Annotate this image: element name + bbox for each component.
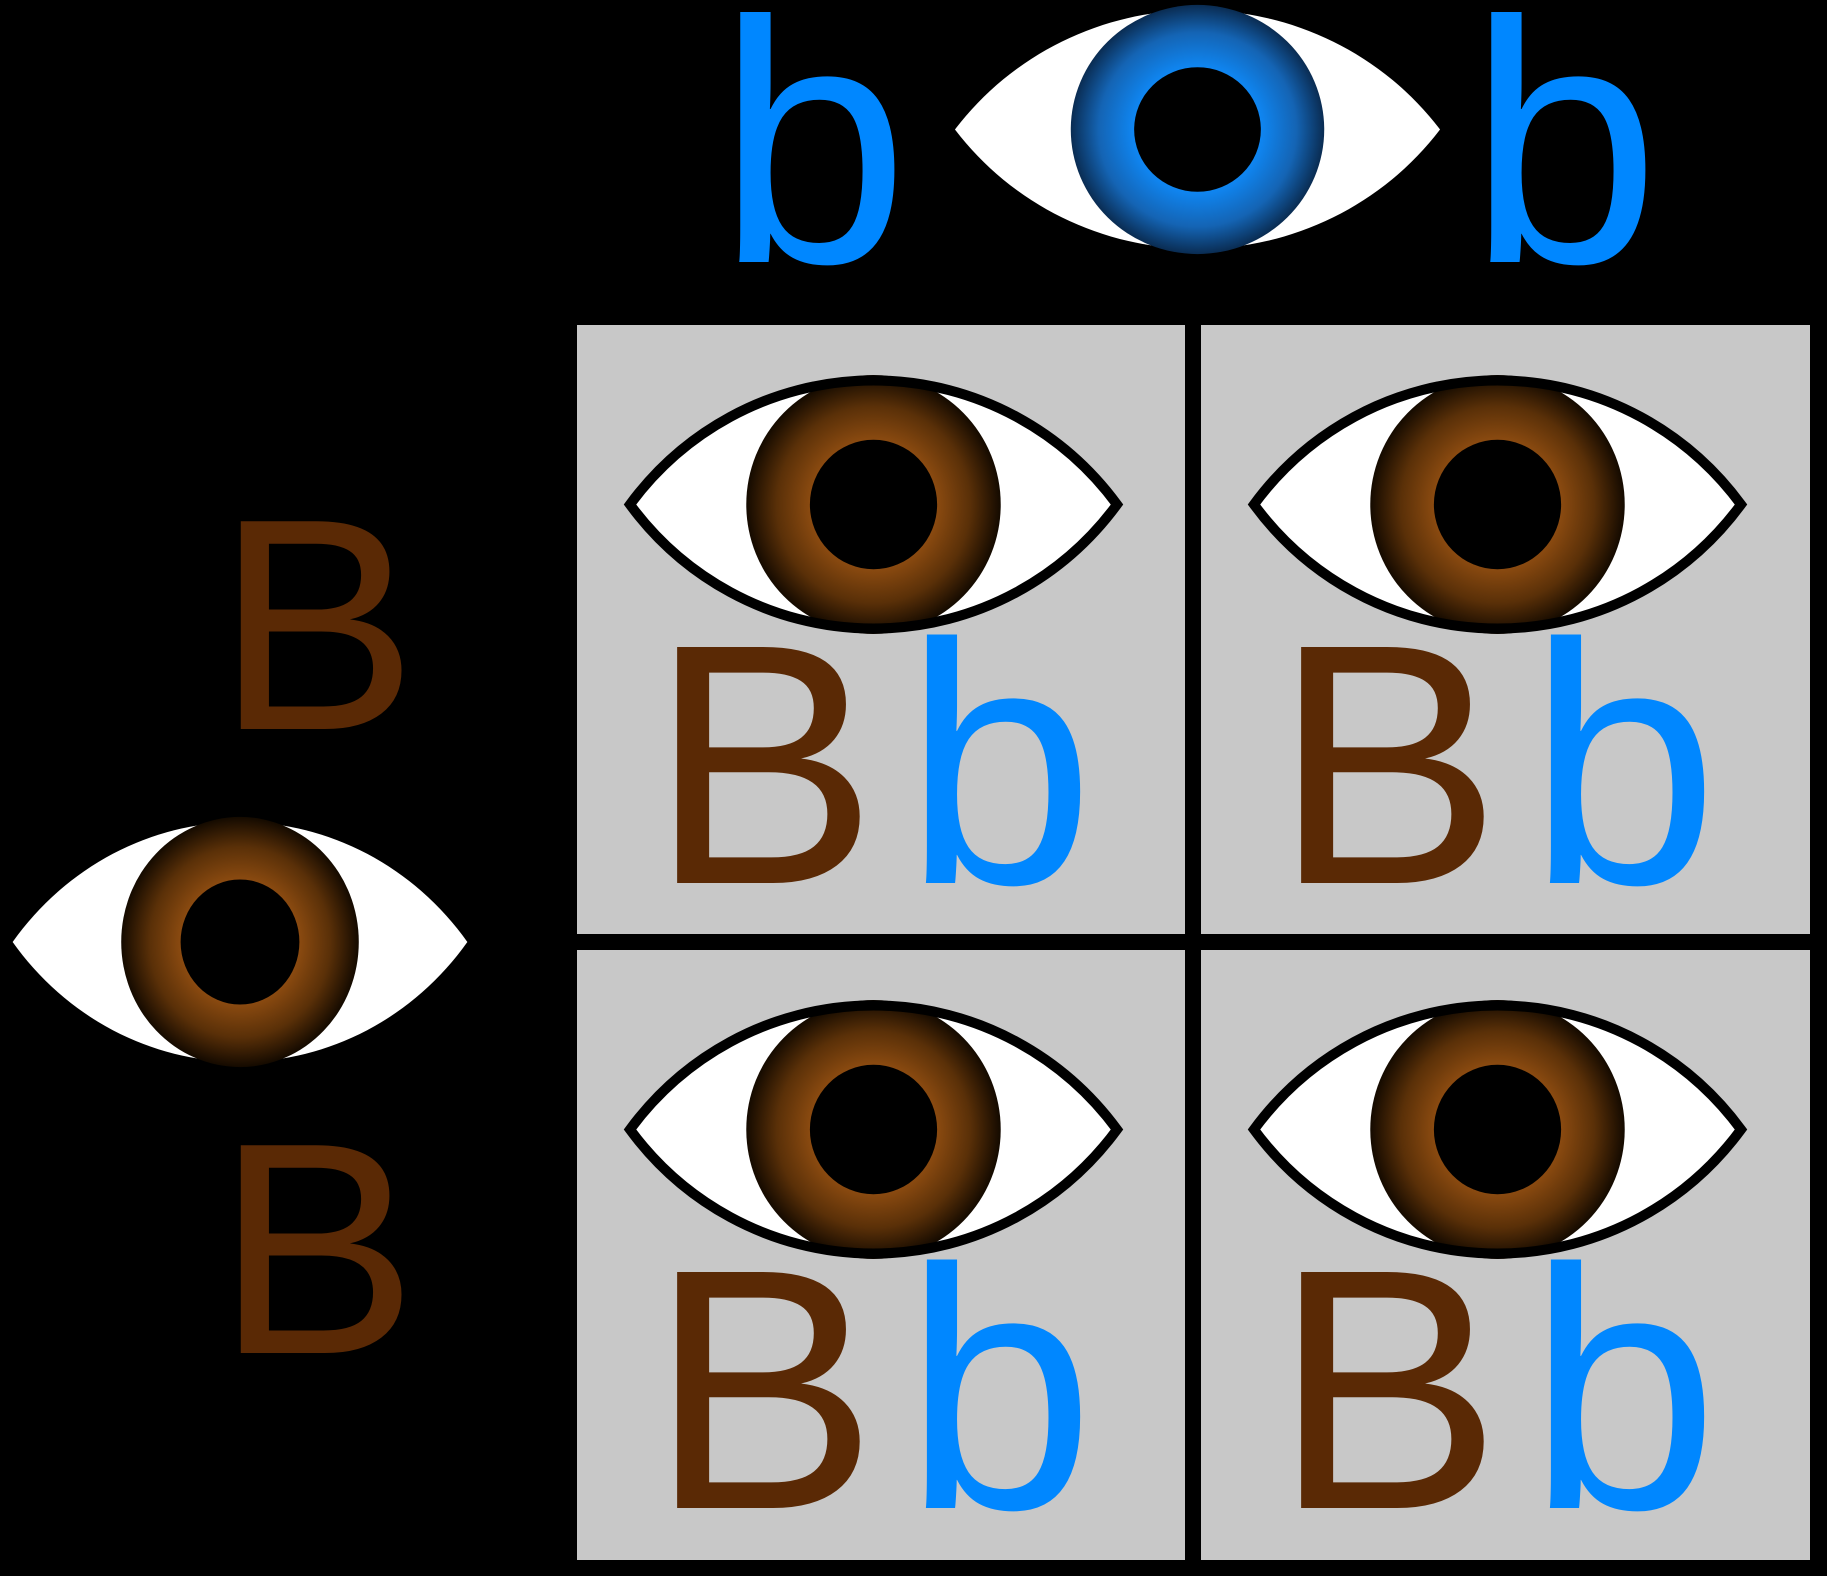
allele-B: B [649,1197,904,1576]
punnett-cell-bottom-left: Bb [577,950,1185,1561]
blue-eye-icon [954,4,1441,255]
allele-b: b [1527,572,1745,956]
left-parent-allele-top: B [216,456,418,793]
cell-genotype: Bb [649,593,1121,936]
allele-B: B [649,572,904,956]
left-parent-allele-bottom: B [216,1080,418,1417]
brown-eye-icon [12,816,468,1068]
top-parent-allele-left: b [717,0,909,336]
allele-b: b [903,1197,1121,1576]
punnett-cell-top-right: Bb [1201,325,1810,936]
punnett-grid: Bb Bb Bb Bb [577,325,1810,1561]
allele-b: b [903,572,1121,956]
cell-genotype: Bb [1273,593,1745,936]
punnett-cell-bottom-right: Bb [1201,950,1810,1561]
cell-genotype: Bb [1273,1218,1745,1561]
cell-genotype: Bb [649,1218,1121,1561]
allele-B: B [1273,572,1528,956]
top-parent-allele-right: b [1468,0,1660,336]
allele-B: B [1273,1197,1528,1576]
allele-b: b [1527,1197,1745,1576]
punnett-cell-top-left: Bb [577,325,1185,936]
